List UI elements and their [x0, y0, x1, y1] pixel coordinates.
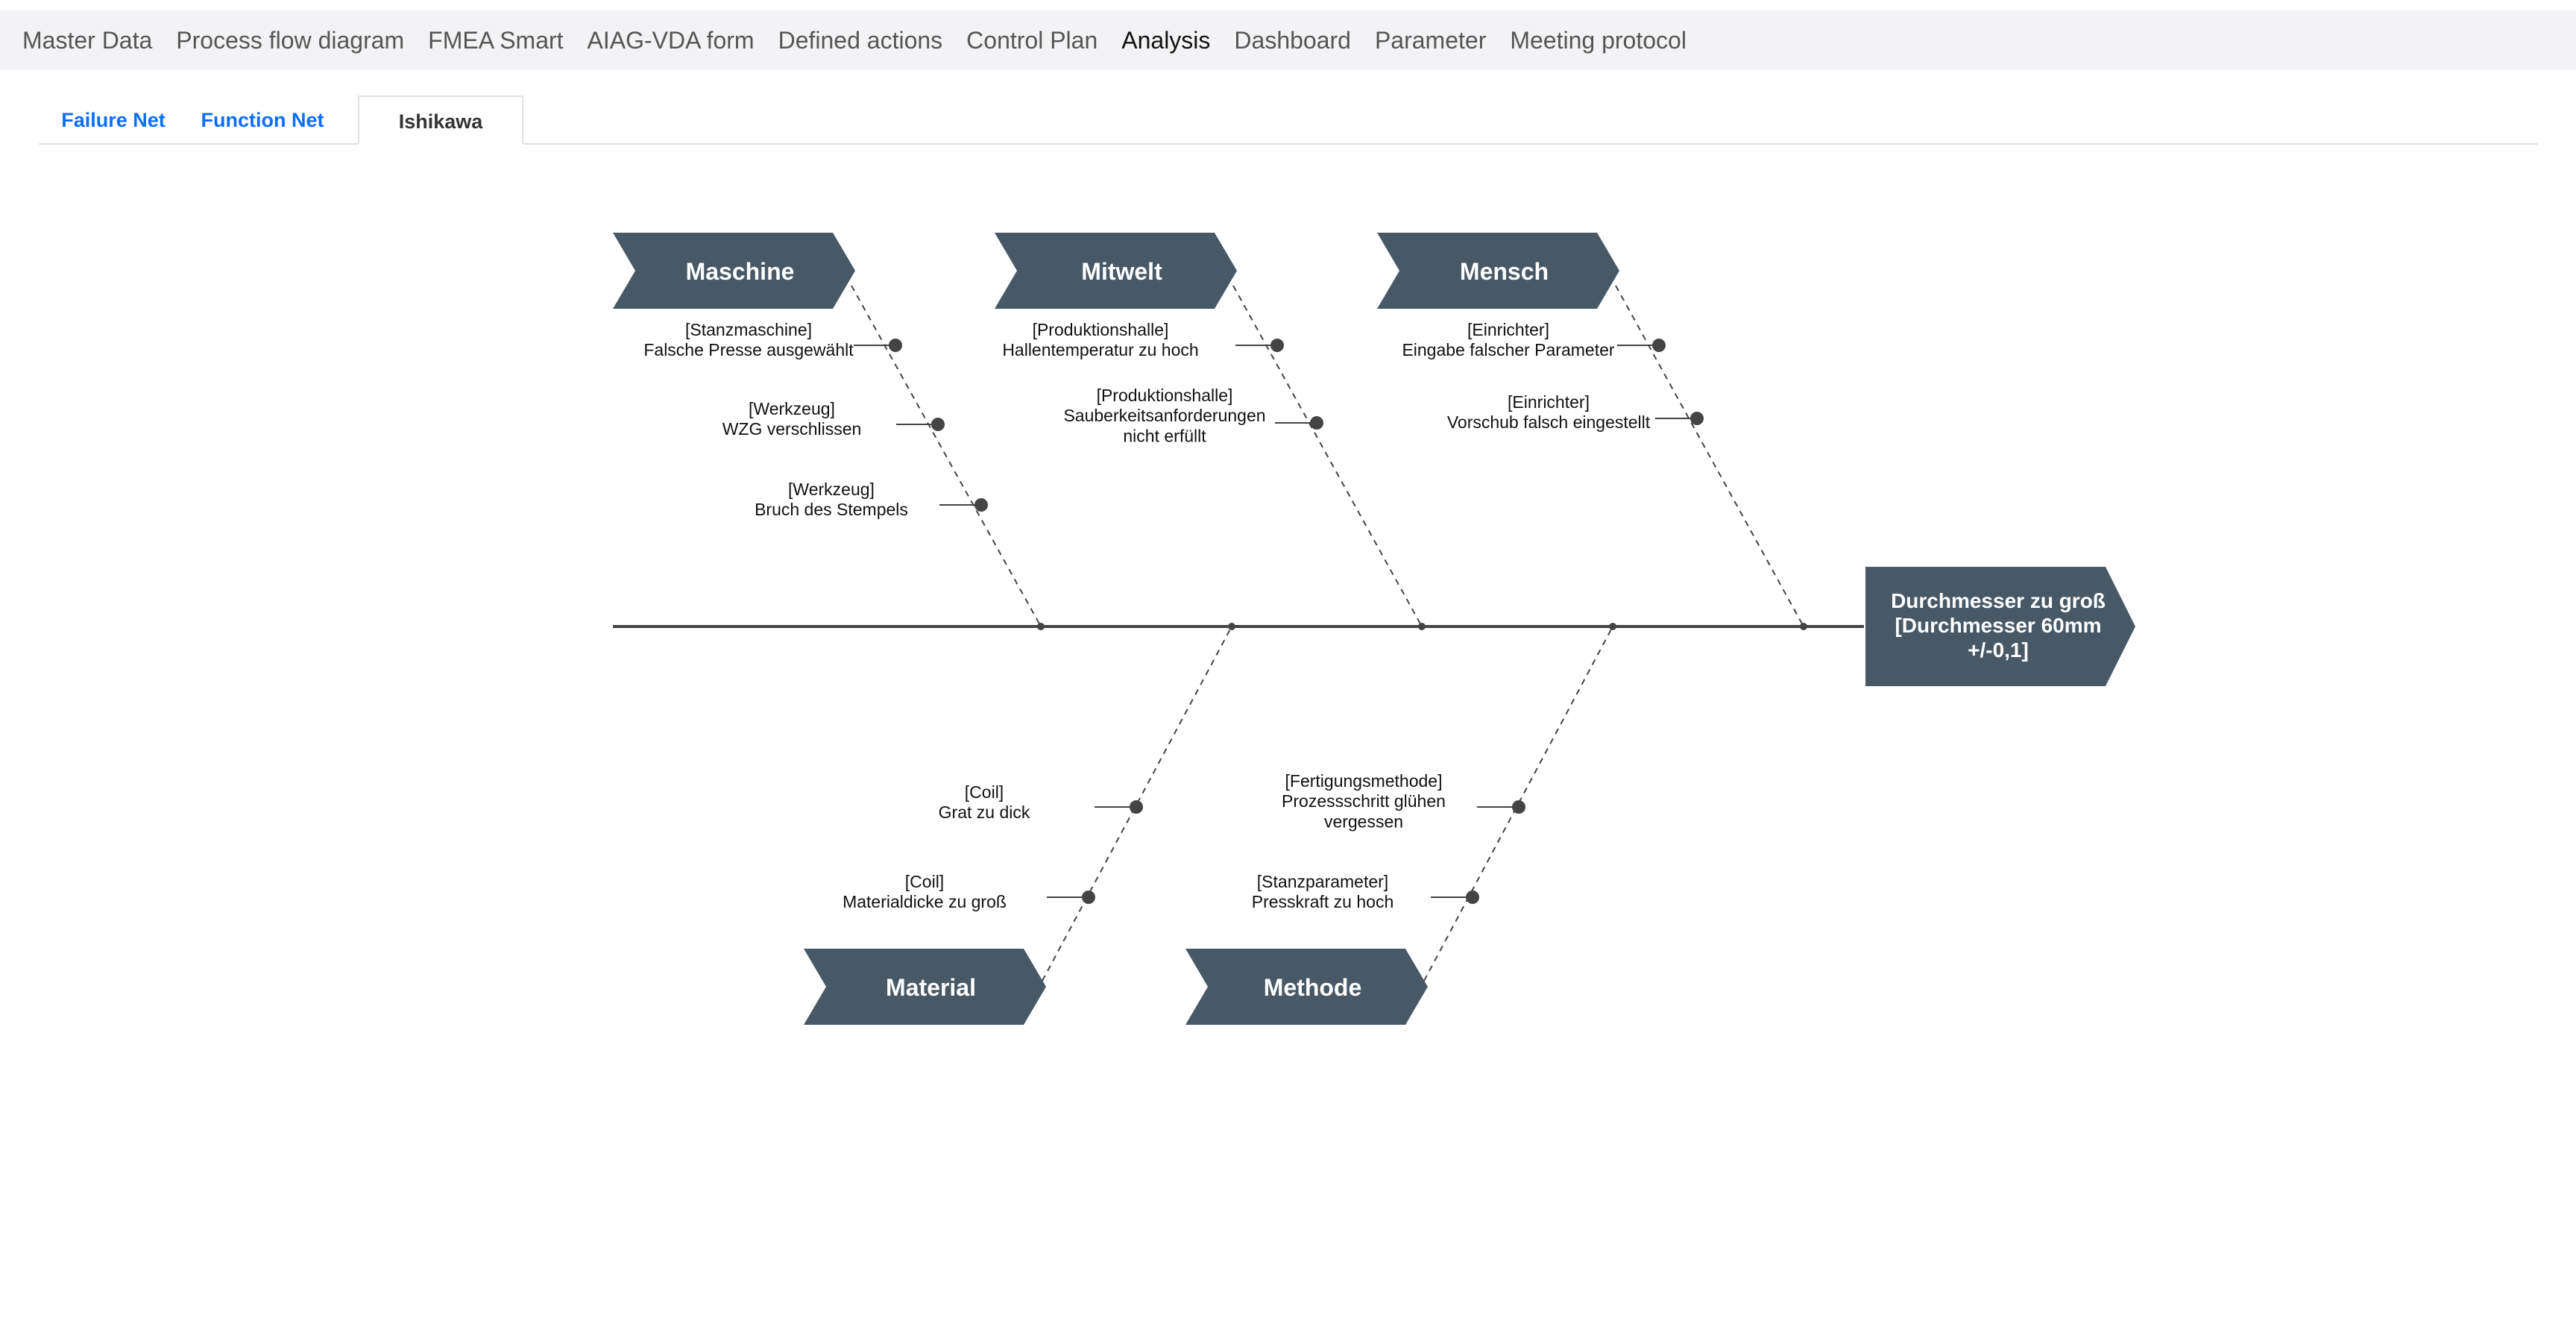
- cause-label-line: [Fertigungsmethode]: [1285, 771, 1443, 791]
- cause-dot[interactable]: [1310, 416, 1323, 430]
- cause-label-line: Bruch des Stempels: [755, 500, 908, 519]
- bone-anchor-mensch: [1800, 623, 1807, 630]
- category-label-maschine-line: Maschine: [686, 258, 795, 285]
- cause-label-line: Sauberkeitsanforderungen: [1063, 406, 1265, 425]
- cause-label-line: [Coil]: [965, 782, 1004, 802]
- category-box-mensch[interactable]: [1377, 233, 1619, 309]
- nav-analysis[interactable]: Analysis: [1121, 26, 1211, 54]
- cause-label: [Coil]Materialdicke zu groß: [843, 872, 1007, 911]
- cause-label: [Einrichter]Eingabe falscher Parameter: [1402, 320, 1614, 359]
- cause-label: [Produktionshalle]Sauberkeitsanforderung…: [1063, 386, 1265, 445]
- top-navigation: Master Data Process flow diagram FMEA Sm…: [0, 10, 2576, 70]
- analysis-tabs: Failure Net Function Net Ishikawa: [39, 95, 2538, 145]
- nav-aiag-vda-form[interactable]: AIAG-VDA form: [587, 26, 755, 54]
- cause-label-line: Falsche Presse ausgewählt: [643, 340, 854, 359]
- nav-control-plan[interactable]: Control Plan: [966, 26, 1098, 54]
- category-label-material: Material: [886, 974, 976, 1001]
- category-label-mitwelt: Mitwelt: [1081, 258, 1162, 285]
- cause-label-line: [Coil]: [905, 872, 944, 891]
- effect-label-line: [Durchmesser 60mm: [1895, 614, 2101, 637]
- cause-label-line: WZG verschlissen: [722, 419, 862, 439]
- nav-fmea-smart[interactable]: FMEA Smart: [428, 26, 564, 54]
- cause-label-line: Vorschub falsch eingestellt: [1447, 412, 1651, 432]
- effect-box: [1865, 567, 2135, 686]
- cause-label: [Fertigungsmethode]Prozessschritt glühen…: [1282, 771, 1446, 831]
- cause-label-line: [Werkzeug]: [788, 480, 875, 499]
- category-label-methode: Methode: [1264, 974, 1362, 1001]
- cause-dot[interactable]: [889, 339, 902, 352]
- cause-label: [Einrichter]Vorschub falsch eingestellt: [1447, 392, 1651, 432]
- nav-meeting-protocol[interactable]: Meeting protocol: [1510, 26, 1687, 54]
- effect-label-line: +/-0,1]: [1968, 638, 2029, 662]
- cause-dot[interactable]: [1690, 412, 1704, 425]
- category-box-material[interactable]: [804, 949, 1046, 1025]
- cause-label: [Produktionshalle]Hallentemperatur zu ho…: [1002, 320, 1198, 359]
- nav-master-data[interactable]: Master Data: [22, 26, 153, 54]
- cause-dot[interactable]: [1130, 800, 1143, 814]
- tab-failure-net[interactable]: Failure Net: [61, 109, 166, 131]
- cause-label: [Werkzeug]Bruch des Stempels: [755, 480, 908, 519]
- bone-maschine: [851, 285, 1042, 627]
- category-label-material-line: Material: [886, 974, 976, 1001]
- nav-parameter[interactable]: Parameter: [1374, 26, 1487, 54]
- cause-label-line: Hallentemperatur zu hoch: [1002, 340, 1198, 359]
- cause-dot[interactable]: [1466, 891, 1479, 904]
- category-box-methode[interactable]: [1185, 949, 1428, 1025]
- cause-dot[interactable]: [931, 418, 945, 431]
- bone-anchor-methode: [1609, 623, 1616, 630]
- bone-mensch: [1615, 285, 1804, 627]
- cause-label: [Werkzeug]WZG verschlissen: [722, 399, 862, 439]
- nav-process-flow-diagram[interactable]: Process flow diagram: [176, 26, 405, 54]
- cause-label-line: Grat zu dick: [939, 803, 1030, 822]
- category-label-mensch: Mensch: [1460, 258, 1549, 285]
- cause-label-line: [Einrichter]: [1467, 320, 1549, 339]
- cause-label-line: nicht erfüllt: [1123, 426, 1206, 445]
- cause-label-line: Eingabe falscher Parameter: [1402, 340, 1614, 359]
- category-label-mitwelt-line: Mitwelt: [1081, 258, 1162, 285]
- bone-anchor-mitwelt: [1418, 623, 1426, 630]
- cause-label: [Coil]Grat zu dick: [939, 782, 1030, 822]
- cause-dot[interactable]: [974, 498, 988, 512]
- cause-label-line: Presskraft zu hoch: [1252, 892, 1394, 911]
- cause-label-line: [Stanzmaschine]: [685, 320, 812, 339]
- cause-label-line: vergessen: [1324, 811, 1403, 831]
- tab-ishikawa[interactable]: Ishikawa: [358, 95, 523, 145]
- cause-dot[interactable]: [1512, 800, 1525, 814]
- cause-dot[interactable]: [1652, 339, 1666, 352]
- category-label-mensch-line: Mensch: [1460, 258, 1549, 285]
- effect-label: Durchmesser zu groß[Durchmesser 60mm+/-0…: [1891, 589, 2106, 662]
- effect-label-line: Durchmesser zu groß: [1891, 589, 2106, 612]
- nav-defined-actions[interactable]: Defined actions: [778, 26, 943, 54]
- cause-dot[interactable]: [1082, 891, 1095, 904]
- cause-label-line: Prozessschritt glühen: [1282, 791, 1446, 811]
- cause-label-line: Materialdicke zu groß: [843, 892, 1007, 911]
- category-label-methode-line: Methode: [1264, 974, 1362, 1001]
- cause-label: [Stanzmaschine]Falsche Presse ausgewählt: [643, 320, 854, 359]
- category-box-mitwelt[interactable]: [995, 233, 1237, 309]
- category-box-maschine[interactable]: [613, 233, 855, 309]
- cause-label-line: [Einrichter]: [1508, 392, 1590, 412]
- category-label-maschine: Maschine: [686, 258, 795, 285]
- cause-label-line: [Stanzparameter]: [1257, 872, 1388, 891]
- bone-mitwelt: [1232, 285, 1423, 627]
- nav-dashboard[interactable]: Dashboard: [1234, 26, 1351, 54]
- cause-label-line: [Werkzeug]: [749, 399, 835, 418]
- cause-label: [Stanzparameter]Presskraft zu hoch: [1252, 872, 1394, 911]
- cause-label-line: [Produktionshalle]: [1033, 320, 1169, 339]
- bone-anchor-material: [1228, 623, 1235, 630]
- cause-dot[interactable]: [1270, 339, 1284, 352]
- bone-anchor-maschine: [1037, 623, 1045, 630]
- cause-label-line: [Produktionshalle]: [1097, 386, 1233, 405]
- tab-function-net[interactable]: Function Net: [201, 109, 324, 131]
